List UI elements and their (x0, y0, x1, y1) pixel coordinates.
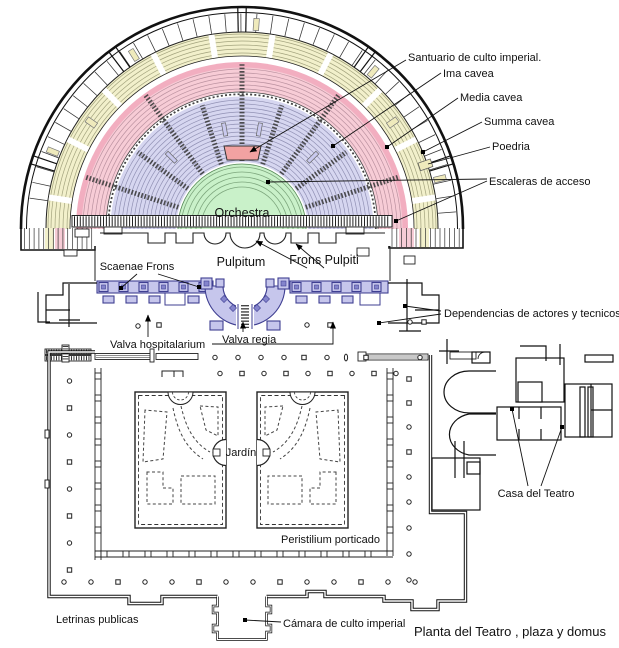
pulpitum-front (74, 226, 391, 281)
label-casa-del-teatro: Casa del Teatro (498, 488, 575, 500)
cavea-east-wing (356, 228, 464, 265)
porticus-post-scaenam (44, 344, 486, 377)
stage-column-dots (135, 319, 427, 329)
label-valva-hospitalarium: Valva hospitalarium (110, 339, 205, 351)
label-letrinas: Letrinas publicas (56, 614, 139, 626)
imperial-cult-sanctuary (223, 145, 262, 161)
scaenae-frons-building (96, 277, 389, 331)
vomitoria-boxes (45, 17, 447, 184)
leader-lines (119, 59, 564, 623)
label-escaleras: Escaleras de acceso (489, 176, 591, 188)
label-valva-regia: Valva regia (222, 334, 277, 346)
label-jardin: Jardín (226, 447, 257, 459)
access-stairs (84, 63, 400, 210)
valva-hospitalarium-east-door (359, 292, 381, 306)
plan-title: Planta del Teatro , plaza y domus (414, 624, 606, 639)
label-peristilium: Peristilium porticado (281, 534, 380, 546)
plaza (44, 350, 468, 641)
cavea (19, 5, 465, 229)
label-camara: Cámara de culto imperial (283, 618, 405, 630)
label-dependencias: Dependencias de actores y tecnicos (444, 308, 619, 320)
peristyle-colonnade (94, 368, 394, 560)
label-poedria: Poedria (492, 141, 531, 153)
porticus-column-dots (212, 353, 423, 362)
label-summa-cavea: Summa cavea (484, 116, 555, 128)
valva-hospitalarium-west-door (164, 292, 186, 306)
stage-side-rooms (37, 279, 440, 332)
label-ima-cavea: Ima cavea (443, 68, 495, 80)
orchestra-area (177, 163, 307, 229)
label-santuario: Santuario de culto imperial. (408, 52, 541, 64)
imperial-cult-chamber (211, 596, 273, 641)
label-scaenae-frons: Scaenae Frons (100, 261, 175, 273)
plaza-column-dots (61, 370, 418, 585)
casa-del-teatro (431, 339, 614, 511)
label-media-cavea: Media cavea (460, 92, 523, 104)
label-pulpitum: Pulpitum (217, 255, 266, 269)
label-frons-pulpiti: Frons Pulpiti (289, 253, 358, 267)
summa-cavea-gaps (48, 34, 436, 204)
labels: Santuario de culto imperial. Ima cavea M… (56, 52, 619, 639)
aditus-corridor (71, 215, 393, 228)
garden-right (256, 391, 349, 529)
label-orchestra: Orchestra (215, 206, 270, 220)
garden-left (134, 391, 227, 529)
gardens (134, 391, 349, 529)
